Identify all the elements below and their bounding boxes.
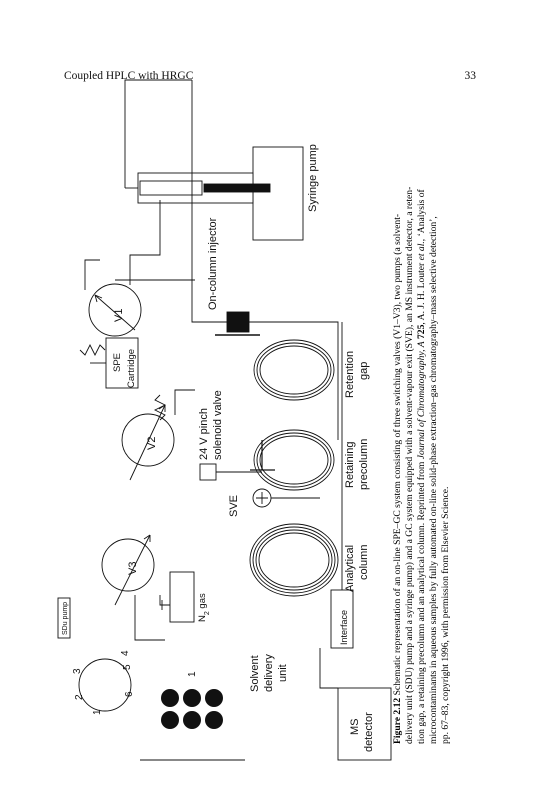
label-interface: Interface (339, 610, 349, 645)
label-cartridge: Cartridge (126, 349, 137, 388)
v2-arrow (129, 404, 166, 481)
label-solvent-3: unit (277, 664, 289, 682)
n2-valve (159, 595, 170, 610)
label-retaining-2: precolumn (358, 439, 370, 490)
label-port-6: 6 (124, 691, 135, 697)
syringe-plunger (203, 183, 271, 193)
label-ms-1: MS (349, 719, 361, 736)
label-analytical-1: Analytical (344, 545, 356, 592)
ms-detector-box (337, 687, 392, 761)
figure-caption: Figure 2.12 Schematic representation of … (392, 187, 451, 744)
syringe-inner (139, 180, 203, 196)
label-solvent-1: Solvent (249, 655, 261, 692)
caption-line-5: pp. 67–83, copyright 1996, with permissi… (440, 487, 451, 744)
label-solvent-2: delivery (263, 654, 275, 692)
label-port-4: 4 (120, 650, 131, 656)
running-head: Coupled HPLC with HRGC 33 (64, 70, 476, 86)
label-on-column-injector: On-column injector (207, 217, 219, 310)
syringe-pump-box (252, 146, 304, 241)
pinch-valve (199, 463, 217, 481)
v2-line-a (174, 389, 195, 415)
label-port-2: 2 (74, 694, 85, 700)
valve-v2 (121, 413, 175, 467)
sdu-pump-box (57, 597, 71, 639)
v2-resistor (153, 394, 167, 421)
label-port-1: 1 (92, 709, 103, 715)
caption-line-3: tion gap, a retaining precolumn and an a… (416, 188, 427, 744)
line-syringe (124, 79, 175, 188)
label-sdu-pump: SDu pump (62, 602, 69, 635)
label-v2: V2 (146, 437, 158, 450)
caption-line-1: Figure 2.12 Schematic representation of … (392, 214, 403, 744)
junction-mark (250, 440, 275, 471)
figure-rotated-group: Syringe pump On-column injector V1 V2 V3… (57, 79, 392, 761)
analytical-column (249, 523, 339, 597)
label-syringe-pump: Syringe pump (307, 144, 319, 212)
retention-gap (253, 339, 335, 401)
label-pinch-1: 24 V pinch (198, 408, 210, 460)
v1-arrowhead (94, 294, 103, 303)
running-head-title: Coupled HPLC with HRGC (64, 70, 194, 82)
v3-line (134, 595, 165, 641)
v3-arrow (114, 534, 151, 606)
v1-resistor (79, 343, 106, 357)
n2-cylinder (169, 571, 195, 623)
label-v1: V1 (113, 309, 125, 322)
label-bottle-1: 1 (187, 671, 198, 677)
label-retaining-1: Retaining (344, 442, 356, 488)
retaining-precolumn (253, 429, 335, 491)
sve-cross (256, 492, 268, 504)
label-port-3: 3 (72, 668, 83, 674)
caption-line-4: microcontaminants in aqueous samples by … (428, 216, 439, 744)
label-spe: SPE (112, 353, 123, 372)
label-ms-2: detector (363, 712, 375, 752)
label-v3: V3 (127, 562, 139, 575)
caption-line-2: delivery unit (SDU) pump and a syringe p… (404, 187, 415, 744)
v1-arrow (94, 294, 136, 331)
label-sve: SVE (228, 495, 240, 517)
v1-lines (84, 200, 195, 290)
page-number: 33 (464, 70, 477, 82)
valve-v1 (88, 283, 142, 337)
label-n2: N2 gas (197, 593, 211, 622)
line-column-front (249, 321, 339, 440)
label-retention-1: Retention (344, 351, 356, 398)
v3-arrowhead (143, 534, 151, 542)
label-port-5: 5 (122, 664, 133, 670)
valve-solvent (78, 658, 132, 712)
label-retention-2: gap (358, 362, 370, 380)
valve-v3 (101, 538, 155, 592)
solvent-bottles (161, 689, 223, 729)
ms-line (319, 648, 338, 689)
on-column-injector (226, 311, 250, 333)
label-analytical-2: column (358, 545, 370, 580)
label-pinch-2: solenoid valve (212, 390, 224, 460)
line-injector (191, 80, 227, 323)
